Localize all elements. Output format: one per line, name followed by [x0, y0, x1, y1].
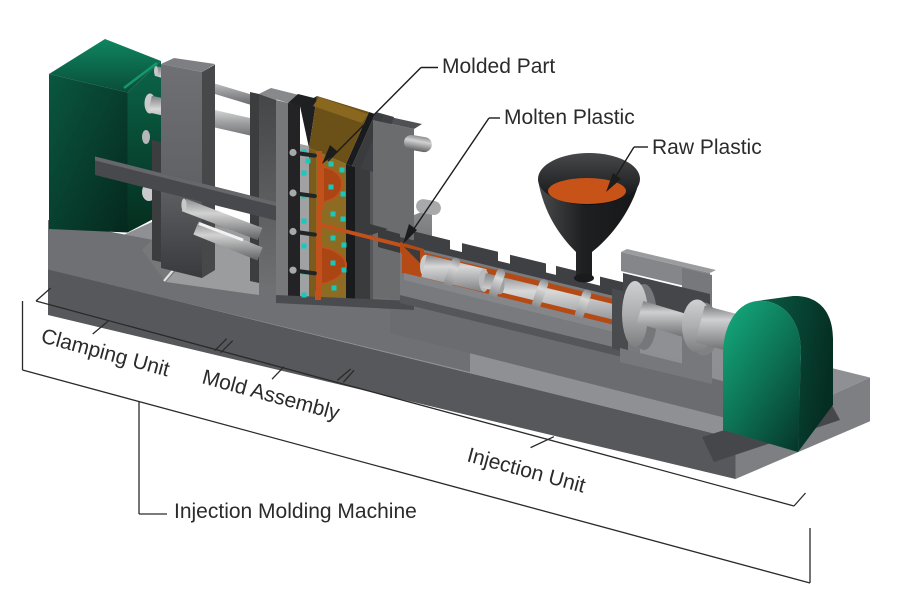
svg-text:Raw Plastic: Raw Plastic: [652, 136, 762, 159]
svg-text:Molded Part: Molded Part: [442, 55, 555, 78]
svg-text:Molten Plastic: Molten Plastic: [504, 106, 635, 129]
svg-text:Injection Molding Machine: Injection Molding Machine: [174, 500, 417, 523]
